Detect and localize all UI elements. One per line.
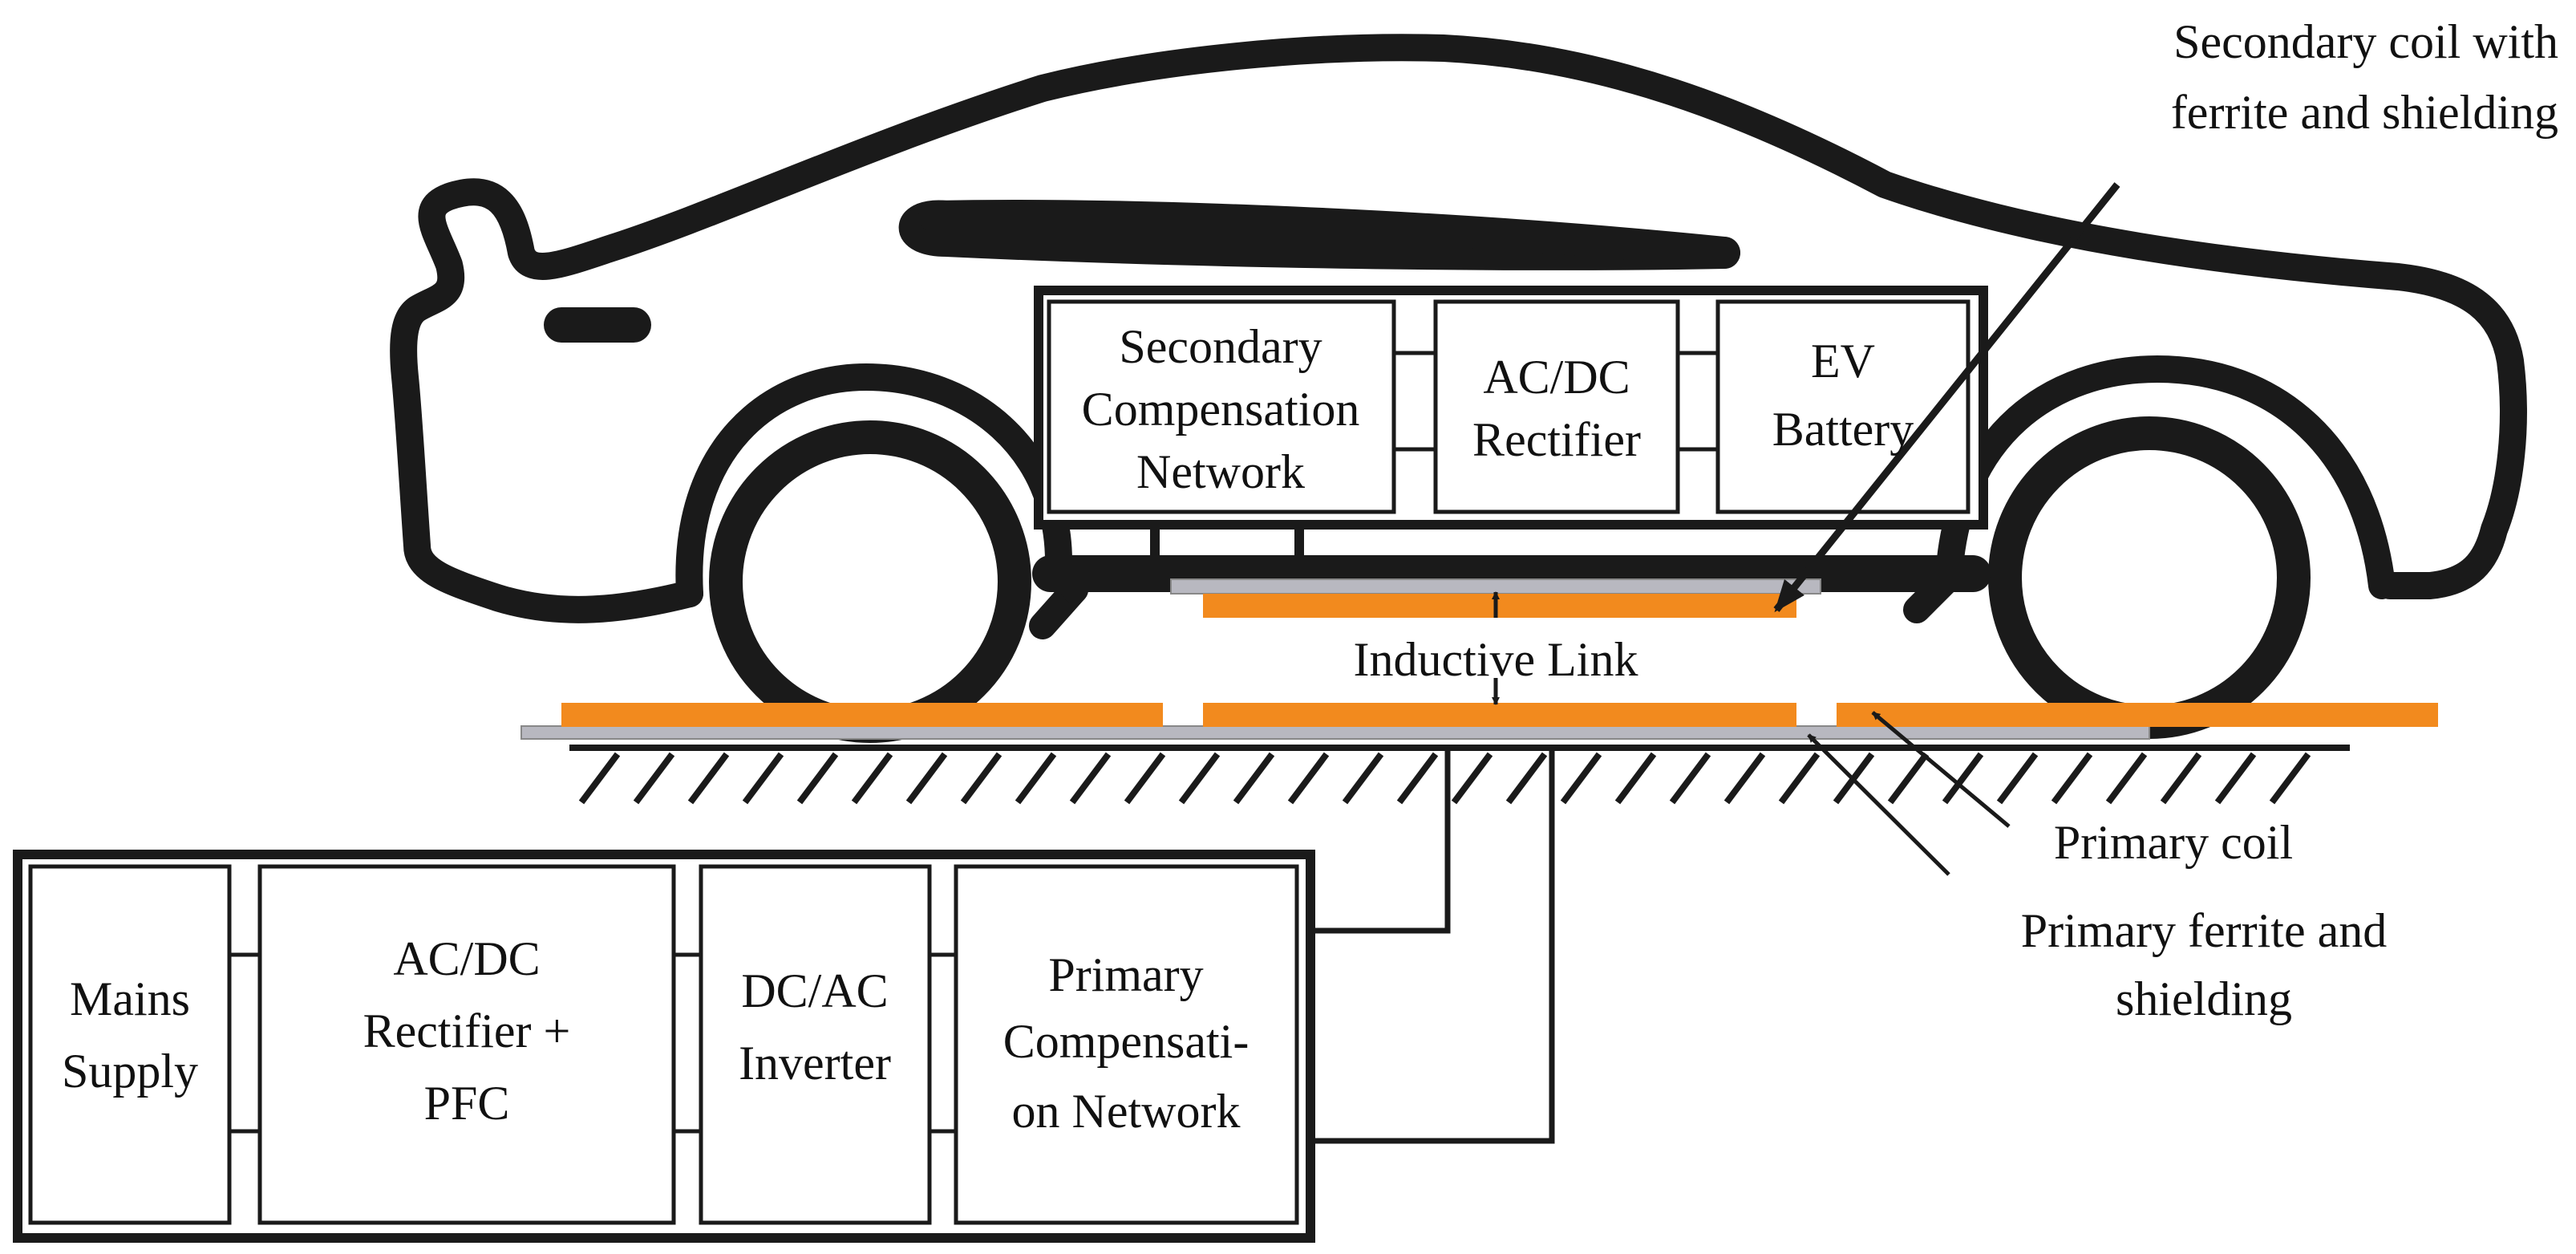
ground-hatch-mark xyxy=(2051,752,2093,805)
ground-hatch-mark xyxy=(1233,752,1275,805)
ground-hatch-mark xyxy=(1124,752,1166,805)
ev-battery-block xyxy=(1715,299,1970,514)
primary-feed-wires xyxy=(1310,751,1555,1144)
ground-hatch-mark xyxy=(1342,752,1384,805)
primary-pads xyxy=(520,703,2438,740)
secondary-coil-leader xyxy=(1773,182,2120,613)
vehicle-block-labels: Secondary Compensation Network AC/DC Rec… xyxy=(1082,320,1914,498)
front-wheel-icon xyxy=(709,420,1031,743)
ground-hatch-mark xyxy=(1287,752,1330,805)
ground-hatch-mark xyxy=(742,752,784,805)
ground-hatch-mark xyxy=(1505,752,1548,805)
inverter-label-2: Inverter xyxy=(739,1037,891,1090)
car-outline-icon xyxy=(390,34,2527,639)
ground-hatch-mark xyxy=(1396,752,1439,805)
ground-hatch-mark xyxy=(1778,752,1821,805)
secondary-compensation-label-3: Network xyxy=(1136,445,1305,498)
mains-supply-block xyxy=(28,864,232,1225)
inverter-label-1: DC/AC xyxy=(741,964,888,1017)
ground-hatch-mark xyxy=(633,752,675,805)
car-body xyxy=(390,34,2527,623)
secondary-compensation-block xyxy=(1047,299,1396,514)
rectifier-pfc-label-2: Rectifier + xyxy=(363,1004,571,1057)
ground-hatch-mark xyxy=(1723,752,1766,805)
rectifier-pfc-label-1: AC/DC xyxy=(393,932,540,985)
ground-hatch-mark xyxy=(1451,752,1493,805)
rectifier-pfc-block xyxy=(257,864,676,1225)
car-window-top xyxy=(918,200,1740,269)
secondary-ferrite xyxy=(1170,578,1821,595)
ground-hatch-mark xyxy=(2105,752,2148,805)
ground-hatch-mark xyxy=(1069,752,1112,805)
vehicle-system-group xyxy=(1032,286,1991,592)
ground-hatch-mark xyxy=(1614,752,1657,805)
secondary-coil-callout-2: ferrite and shielding xyxy=(2171,86,2558,139)
primary-ferrite-callout-2: shielding xyxy=(2116,972,2292,1025)
primary-compensation-label-1: Primary xyxy=(1048,948,1203,1001)
ground-hatch-mark xyxy=(960,752,1002,805)
primary-compensation-block xyxy=(954,864,1299,1225)
callout-leaders xyxy=(1773,182,2120,876)
ground-block-labels: Mains Supply AC/DC Rectifier + PFC DC/AC… xyxy=(62,932,1249,1138)
primary-coil-2 xyxy=(1203,703,1796,727)
ground-hatch-mark xyxy=(1942,752,1984,805)
rear-wheel-icon xyxy=(1988,416,2311,739)
ground-hatch-mark xyxy=(1560,752,1602,805)
ground-hatch-mark xyxy=(687,752,730,805)
inductive-link-label: Inductive Link xyxy=(1354,633,1638,686)
primary-compensation-label-3: on Network xyxy=(1012,1085,1241,1138)
ground-hatch-mark xyxy=(2214,752,2257,805)
ground-hatch-mark xyxy=(905,752,948,805)
secondary-coil-callout-1: Secondary coil with xyxy=(2173,15,2558,68)
mains-supply-label-1: Mains xyxy=(70,972,190,1025)
primary-ferrite-leader xyxy=(1807,733,1950,876)
vehicle-rectifier-block xyxy=(1433,299,1680,514)
primary-coil-1 xyxy=(561,703,1163,727)
ground-hatch-mark xyxy=(1669,752,1711,805)
vehicle-connectors xyxy=(1394,351,1718,452)
secondary-compensation-label-1: Secondary xyxy=(1119,320,1322,373)
ground-hatch-mark xyxy=(1178,752,1221,805)
ground-hatch-mark xyxy=(851,752,893,805)
secondary-coil xyxy=(1203,594,1796,618)
primary-coil-callout: Primary coil xyxy=(2054,816,2293,869)
ground-hatch-mark xyxy=(578,752,621,805)
ground-hatch-mark xyxy=(2160,752,2202,805)
primary-compensation-label-2: Compensati- xyxy=(1003,1015,1250,1068)
primary-coil-leader xyxy=(1871,711,2011,828)
inverter-block xyxy=(699,864,932,1225)
ground-hatch-mark xyxy=(1996,752,2039,805)
ground-hatch-mark xyxy=(796,752,839,805)
primary-coil-3 xyxy=(1837,703,2438,727)
callout-labels: Secondary coil with ferrite and shieldin… xyxy=(1354,15,2558,1025)
ground-hatch-mark xyxy=(1887,752,1930,805)
ground-hatch-icon xyxy=(569,745,2350,805)
ground-hatch-mark xyxy=(1015,752,1057,805)
vehicle-rectifier-label-2: Rectifier xyxy=(1472,413,1641,466)
mains-supply-label-2: Supply xyxy=(62,1045,198,1098)
ev-battery-label-2: Battery xyxy=(1772,403,1914,456)
ground-connectors xyxy=(229,952,956,1134)
ground-hatch-mark xyxy=(2269,752,2311,805)
secondary-pad xyxy=(1170,578,1821,618)
vehicle-rectifier-label-1: AC/DC xyxy=(1483,351,1630,404)
primary-ferrite-callout-1: Primary ferrite and xyxy=(2021,904,2387,957)
ground-system-group xyxy=(13,751,1555,1243)
rectifier-pfc-label-3: PFC xyxy=(424,1077,510,1130)
ev-battery-label-1: EV xyxy=(1811,335,1875,388)
secondary-compensation-label-2: Compensation xyxy=(1082,383,1360,436)
